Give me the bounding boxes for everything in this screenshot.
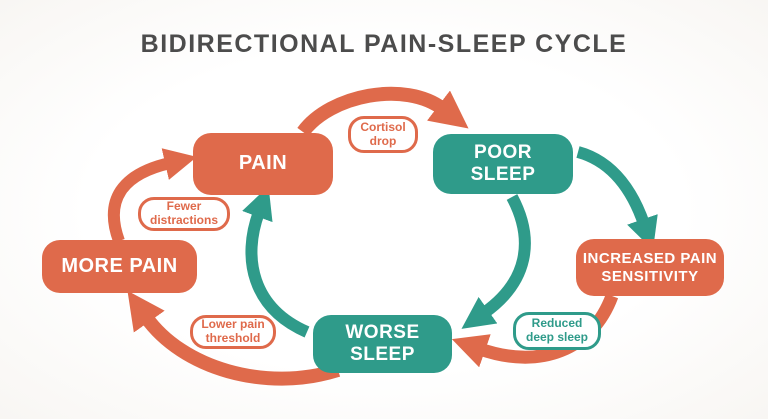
arrow-worse-sleep-to-pain [242,186,310,338]
edge-label-reduced-deep-sleep-text: Reduced deep sleep [525,316,589,344]
node-pain-label: PAIN [238,152,288,175]
arrow-pain-to-poor-sleep [297,86,469,137]
node-increased-pain-sensitivity: INCREASED PAIN SENSITIVITY [576,239,724,296]
node-more-pain-label: MORE PAIN [61,254,178,277]
edge-label-reduced-deep-sleep: Reduced deep sleep [513,312,601,350]
edge-label-cortisol-drop-text: Cortisol drop [360,119,406,148]
edge-label-fewer-distractions-text: Fewer distractions [149,199,218,227]
arrow-worse-sleep-to-more-pain [127,290,341,386]
edge-label-lower-pain-threshold-text: Lower pain threshold [201,317,265,345]
arrow-more-pain-to-pain [107,148,197,244]
node-worse-sleep-label: WORSE SLEEP [345,321,420,365]
arrow-poor-sleep-to-worse-sleep [461,194,531,329]
node-poor-sleep-label: POOR SLEEP [470,141,536,185]
arrow-poor-sleep-to-increased-pain-sensitivity [576,146,658,251]
node-worse-sleep: WORSE SLEEP [313,315,452,373]
node-more-pain: MORE PAIN [42,240,197,293]
node-increased-pain-sensitivity-label: INCREASED PAIN SENSITIVITY [582,249,718,285]
edge-label-fewer-distractions: Fewer distractions [138,197,230,231]
diagram-title: BIDIRECTIONAL PAIN-SLEEP CYCLE [140,30,628,58]
edge-label-cortisol-drop: Cortisol drop [348,116,418,153]
node-poor-sleep: POOR SLEEP [433,134,573,194]
edge-label-lower-pain-threshold: Lower pain threshold [190,315,276,349]
arrow-increased-pain-sensitivity-to-worse-sleep [451,293,619,368]
node-pain: PAIN [193,133,333,195]
